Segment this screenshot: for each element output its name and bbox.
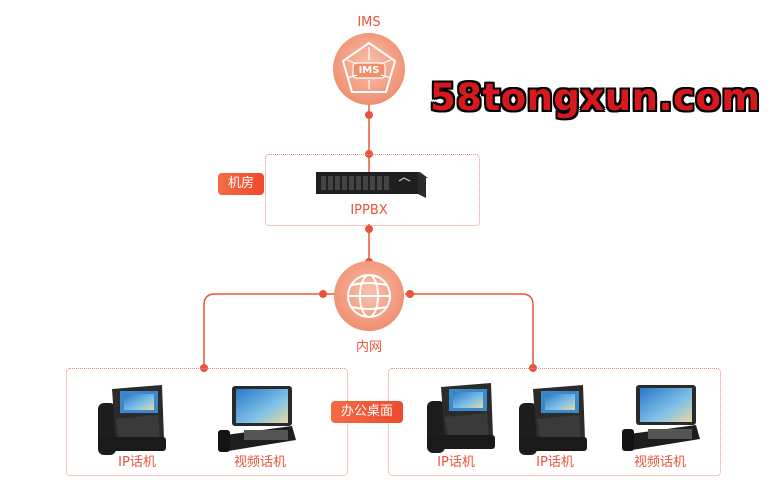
- phone-label: IP话机: [437, 455, 475, 470]
- phone-label: IP话机: [118, 455, 156, 470]
- office-tag: 办公桌面: [331, 401, 404, 423]
- ims-label: IMS: [357, 15, 381, 30]
- watermark-text: 58tongxun.com: [430, 76, 761, 119]
- globe-icon: [347, 274, 391, 318]
- link-network-left: [203, 293, 335, 368]
- network-node: [334, 261, 404, 331]
- link-dot: [406, 290, 414, 298]
- phone-label: 视频话机: [233, 455, 286, 470]
- ip-phone-icon: [427, 383, 495, 453]
- ip-phone-icon: [98, 385, 166, 455]
- ims-badge-text: IMS: [358, 65, 380, 76]
- server-room-box: [265, 154, 480, 226]
- link-dot: [365, 111, 373, 119]
- video-phone-icon: [622, 385, 700, 451]
- ippbx-label: IPPBX: [350, 203, 388, 218]
- link-network-right: [405, 293, 534, 368]
- phone-label: IP话机: [536, 455, 574, 470]
- link-dot: [365, 225, 373, 233]
- ims-node: [333, 33, 405, 105]
- link-dot: [319, 290, 327, 298]
- video-phone-icon: [218, 386, 296, 452]
- phone-label: 视频话机: [633, 455, 686, 470]
- ip-phone-icon: [519, 385, 587, 455]
- network-label: 内网: [355, 340, 382, 355]
- ippbx-device-icon: [316, 172, 428, 198]
- pentagon-icon: [341, 41, 397, 93]
- arrow-icon: [346, 47, 392, 89]
- server-room-tag: 机房: [218, 173, 265, 195]
